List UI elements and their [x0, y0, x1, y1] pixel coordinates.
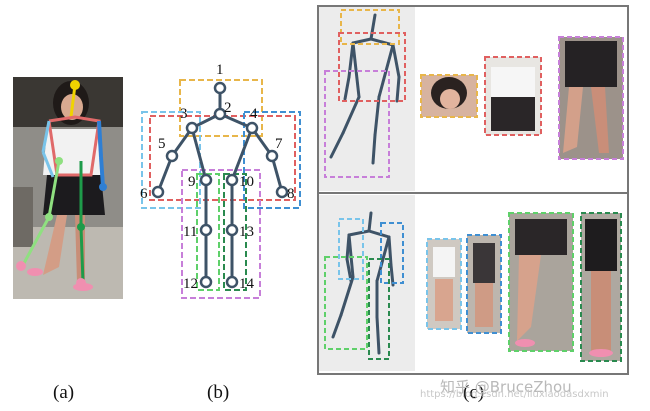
caption-c: (c)	[463, 382, 485, 403]
keypoint-label-13: 13	[239, 224, 254, 240]
caption-b: (b)	[207, 382, 230, 403]
keypoint-label-5: 5	[158, 136, 166, 152]
watermark: 知乎 @BruceZhou https://blog.csdn.net/liux…	[420, 376, 609, 400]
keypoint-label-10: 10	[239, 174, 254, 190]
crops-svg	[319, 7, 627, 371]
keypoint-label-4: 4	[250, 106, 258, 122]
left-arm-box	[141, 111, 201, 209]
caption-a: (a)	[53, 382, 75, 403]
skeleton-diagram: 1 2 3 4 5 6 7 8 9 10 11 13 12 14	[132, 50, 307, 310]
legs-box	[181, 169, 261, 299]
keypoint-label-12: 12	[183, 276, 198, 292]
right-arm-box	[243, 111, 301, 209]
keypoint-label-3: 3	[180, 106, 188, 122]
left-leg-box	[196, 173, 220, 291]
head-box	[179, 79, 263, 137]
keypoint-label-7: 7	[275, 136, 283, 152]
part-crops-panel	[317, 5, 629, 375]
skeleton-svg: 1 2 3 4 5 6 7 8 9 10 11 13 12 14	[140, 62, 301, 299]
photo-a-person	[13, 77, 123, 299]
keypoint-label-2: 2	[224, 100, 232, 116]
keypoint-label-1: 1	[216, 62, 224, 78]
keypoint-label-14: 14	[239, 276, 255, 292]
keypoint-label-8: 8	[287, 186, 295, 202]
keypoint-label-11: 11	[183, 224, 197, 240]
photo-a-image	[13, 77, 123, 299]
watermark-author: 知乎 @BruceZhou	[440, 378, 572, 396]
watermark-url: https://blog.csdn.net/liuxiaodasdxmin	[420, 389, 609, 400]
keypoint-label-9: 9	[188, 174, 196, 190]
keypoint-label-6: 6	[140, 186, 148, 202]
